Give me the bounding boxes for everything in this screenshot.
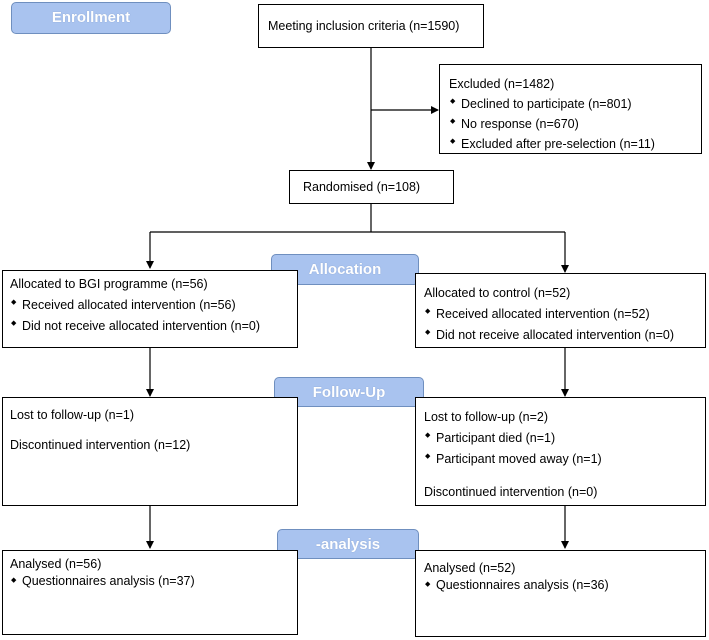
followup-bgi-discontinued: Discontinued intervention (n=12) [10, 438, 191, 452]
list-item: Did not receive allocated intervention (… [10, 316, 297, 337]
excluded-box: Excluded (n=1482) Declined to participat… [439, 64, 702, 154]
list-item: Participant moved away (n=1) [424, 449, 705, 470]
list-item: Questionnaires analysis (n=37) [10, 573, 297, 590]
excluded-list: Declined to participate (n=801) No respo… [449, 94, 701, 154]
list-item: Excluded after pre-selection (n=11) [449, 134, 701, 154]
inclusion-text: Meeting inclusion criteria (n=1590) [268, 19, 460, 33]
alloc-bgi-box: Allocated to BGI programme (n=56) Receiv… [2, 270, 298, 348]
alloc-bgi-title: Allocated to BGI programme (n=56) [10, 277, 208, 291]
list-item: Participant died (n=1) [424, 428, 705, 449]
list-item: Did not receive allocated intervention (… [424, 325, 705, 346]
stage-followup: Follow-Up [274, 377, 424, 407]
stage-allocation-label: Allocation [308, 261, 382, 278]
followup-control-lost: Lost to follow-up (n=2) [424, 410, 549, 424]
alloc-control-box: Allocated to control (n=52) Received all… [415, 273, 706, 348]
stage-enrollment-label: Enrollment [51, 9, 131, 26]
analysed-bgi-box: Analysed (n=56) Questionnaires analysis … [2, 550, 298, 635]
followup-bgi-box: Lost to follow-up (n=1) Discontinued int… [2, 397, 298, 506]
randomised-box: Randomised (n=108) [289, 170, 454, 204]
randomised-text: Randomised (n=108) [303, 180, 421, 194]
excluded-title: Excluded (n=1482) [449, 77, 555, 91]
analysed-control-title: Analysed (n=52) [424, 561, 516, 575]
alloc-control-title: Allocated to control (n=52) [424, 286, 571, 300]
stage-allocation: Allocation [271, 254, 419, 285]
analysed-bgi-list: Questionnaires analysis (n=37) [10, 573, 297, 590]
analysed-control-box: Analysed (n=52) Questionnaires analysis … [415, 550, 706, 637]
stage-analysis: -analysis [277, 529, 419, 559]
analysed-control-list: Questionnaires analysis (n=36) [424, 577, 705, 594]
followup-control-discontinued: Discontinued intervention (n=0) [424, 485, 598, 499]
alloc-bgi-list: Received allocated intervention (n=56) D… [10, 295, 297, 337]
list-item: Received allocated intervention (n=56) [10, 295, 297, 316]
stage-analysis-label: -analysis [315, 536, 381, 553]
followup-bgi-lost: Lost to follow-up (n=1) [10, 408, 135, 422]
followup-control-list: Participant died (n=1) Participant moved… [424, 428, 705, 470]
stage-followup-label: Follow-Up [312, 384, 386, 401]
alloc-control-list: Received allocated intervention (n=52) D… [424, 304, 705, 346]
list-item: No response (n=670) [449, 114, 701, 134]
stage-enrollment: Enrollment [11, 2, 171, 34]
list-item: Declined to participate (n=801) [449, 94, 701, 114]
inclusion-box: Meeting inclusion criteria (n=1590) [258, 4, 484, 48]
list-item: Questionnaires analysis (n=36) [424, 577, 705, 594]
list-item: Received allocated intervention (n=52) [424, 304, 705, 325]
analysed-bgi-title: Analysed (n=56) [10, 557, 102, 571]
followup-control-box: Lost to follow-up (n=2) Participant died… [415, 397, 706, 506]
